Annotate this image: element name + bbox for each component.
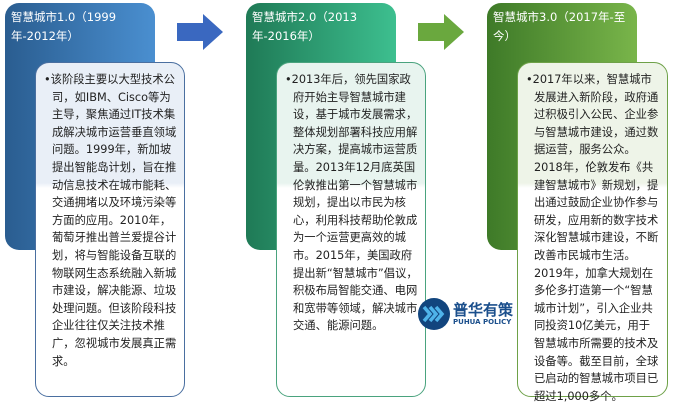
logo-cn: 普华有策 [453,301,514,319]
puhua-logo: 普华有策 PUHUA POLICY [418,298,513,330]
arrow-right-icon [418,14,464,50]
logo-en: PUHUA POLICY [453,318,512,326]
stage-1-title: 智慧城市1.0（1999年-2012年） [11,10,117,43]
stage-3-title: 智慧城市3.0（2017年-至今） [493,10,626,43]
logo-chevrons-icon [418,298,450,330]
stage-3-description: •2017年以来，智慧城市发展进入新阶段，政府通过积极引入公民、企业参与智慧城市… [517,62,668,403]
stage-2-text: •2013年后，领先国家政府开始主导智慧城市建设，基于城市发展需求，整体规划部署… [285,73,418,333]
stage-3-text: •2017年以来，智慧城市发展进入新阶段，政府通过积极引入公民、企业参与智慧城市… [526,73,659,403]
stage-1-description: •该阶段主要以大型技术公司，如IBM、Cisco等为主导，聚焦通过IT技术集成解… [35,62,185,397]
arrow-right-icon [177,14,223,50]
stage-1-text: •该阶段主要以大型技术公司，如IBM、Cisco等为主导，聚焦通过IT技术集成解… [44,73,177,368]
stage-2-title: 智慧城市2.0（2013年-2016年） [252,10,358,43]
stage-2-description: •2013年后，领先国家政府开始主导智慧城市建设，基于城市发展需求，整体规划部署… [276,62,426,397]
